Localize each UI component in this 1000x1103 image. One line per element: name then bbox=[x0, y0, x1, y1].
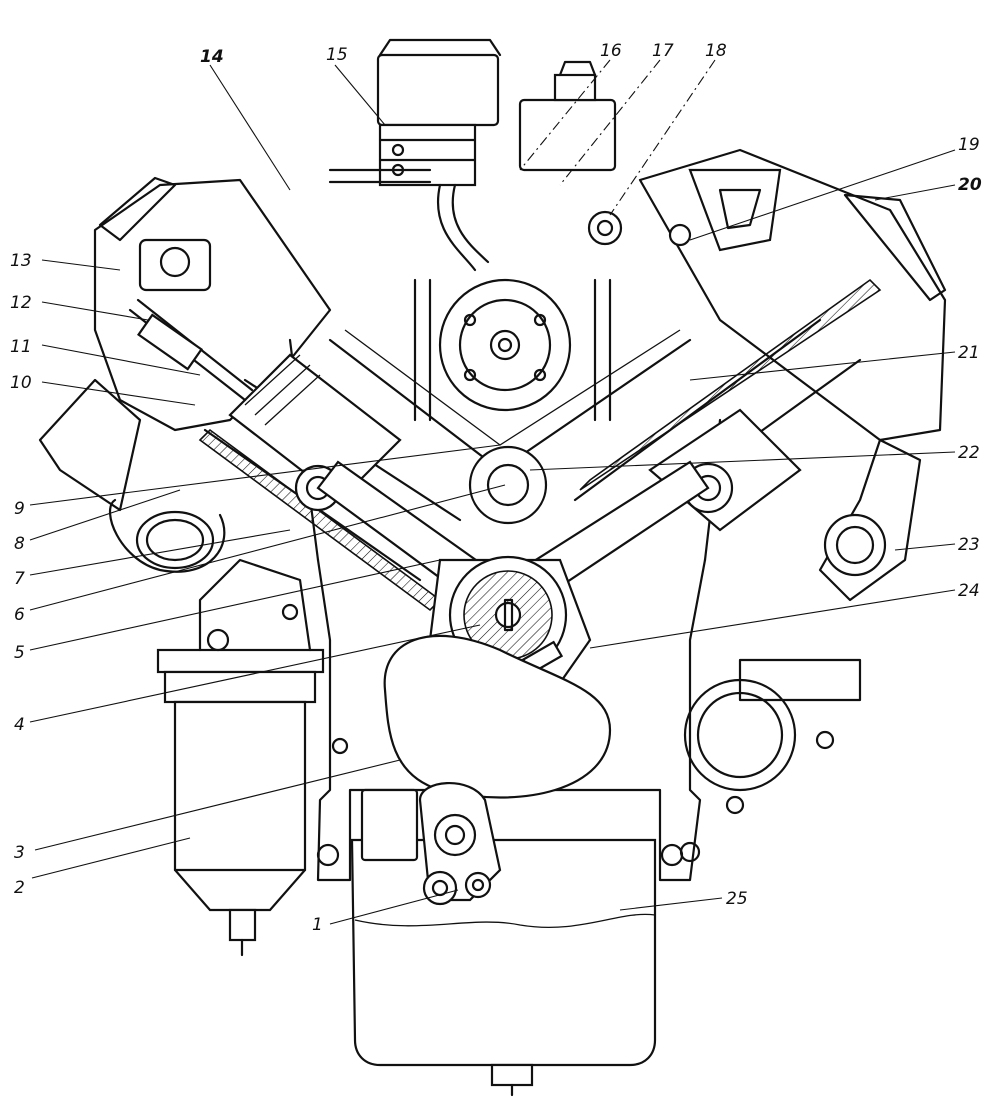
callout-20: 20 bbox=[958, 175, 982, 195]
callout-15: 15 bbox=[326, 45, 348, 65]
callout-5: 5 bbox=[14, 643, 25, 663]
callout-22: 22 bbox=[958, 443, 980, 463]
callout-17: 17 bbox=[652, 41, 674, 61]
callout-23: 23 bbox=[958, 535, 980, 555]
callout-7: 7 bbox=[14, 569, 25, 589]
callout-3: 3 bbox=[14, 843, 25, 863]
crank-assembly bbox=[316, 445, 710, 799]
right-cylinder-bank bbox=[573, 148, 947, 863]
callout-24: 24 bbox=[958, 581, 980, 601]
callout-6: 6 bbox=[14, 605, 25, 625]
callout-11: 11 bbox=[10, 337, 32, 357]
leader-lines bbox=[29, 59, 956, 925]
callout-9: 9 bbox=[14, 499, 25, 519]
callout-19: 19 bbox=[958, 135, 980, 155]
oil-filter bbox=[156, 558, 325, 957]
fuel-pump-assembly bbox=[328, 38, 692, 422]
callout-14: 14 bbox=[200, 47, 224, 67]
callout-25: 25 bbox=[726, 889, 748, 909]
callout-21: 21 bbox=[958, 343, 980, 363]
callout-10: 10 bbox=[10, 373, 32, 393]
left-cylinder-bank bbox=[38, 176, 462, 612]
callout-13: 13 bbox=[10, 251, 32, 271]
callout-18: 18 bbox=[705, 41, 727, 61]
callout-2: 2 bbox=[14, 878, 25, 898]
callout-labels: 1 2 3 4 5 6 7 8 9 10 11 12 13 14 15 16 1… bbox=[10, 41, 982, 935]
oil-pump-and-sump bbox=[316, 737, 684, 1097]
callout-1: 1 bbox=[312, 915, 323, 935]
callout-16: 16 bbox=[600, 41, 622, 61]
callout-8: 8 bbox=[14, 534, 25, 554]
callout-12: 12 bbox=[10, 293, 32, 313]
callout-4: 4 bbox=[14, 715, 25, 735]
